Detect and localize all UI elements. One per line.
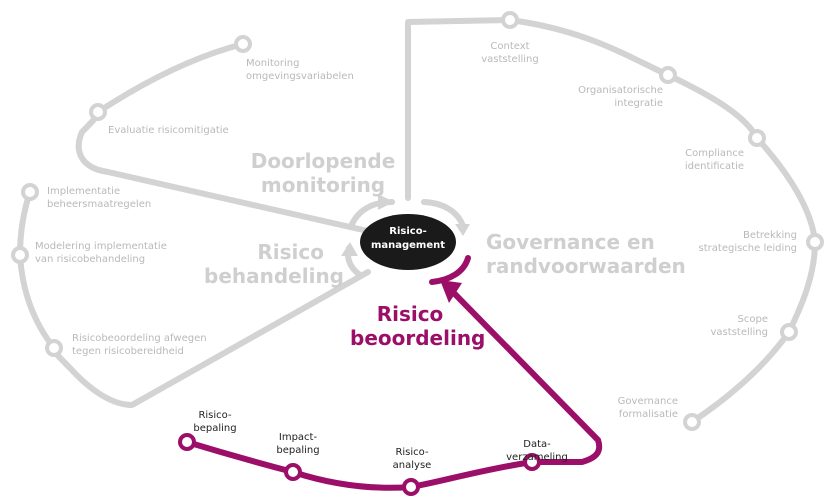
node-governance — [683, 413, 701, 431]
node-dataverzameling — [523, 453, 541, 471]
node-impactbepaling — [284, 463, 302, 481]
center-label: Risico- management — [370, 226, 446, 251]
node-risicobeoordeling — [45, 339, 63, 357]
node-compliance — [748, 129, 766, 147]
node-risicobepaling — [178, 433, 196, 451]
center-node — [360, 214, 456, 270]
step-dataverzameling: Data-verzameling — [506, 439, 568, 463]
node-risicoanalyse — [402, 478, 420, 496]
node-modelering — [11, 246, 29, 264]
node-scope — [780, 323, 798, 341]
beoordeling-arrowhead — [440, 280, 462, 303]
step-impactbepaling: Impact-bepaling — [276, 432, 320, 456]
step-evaluatie-risicomitigatie: Evaluatie risicomitigatie — [108, 125, 229, 136]
cycle-arrow-right — [421, 199, 466, 229]
node-implementatie — [21, 183, 39, 201]
cycle-arrowhead-right — [455, 224, 470, 236]
governance-track — [405, 17, 818, 425]
step-risicobepaling: Risico-bepaling — [193, 410, 237, 434]
cycle-arrowhead-top — [378, 194, 394, 210]
behandeling-track — [17, 189, 371, 408]
cycle-arrowhead-left — [341, 242, 358, 256]
cycle-arrow-active — [429, 255, 471, 285]
node-organisatorische — [659, 66, 677, 84]
node-betrekking — [806, 233, 824, 251]
node-context — [501, 11, 519, 29]
node-monitoring — [234, 35, 252, 53]
node-evaluatie — [89, 103, 107, 121]
step-risicoanalyse: Risico-analyse — [392, 447, 432, 471]
